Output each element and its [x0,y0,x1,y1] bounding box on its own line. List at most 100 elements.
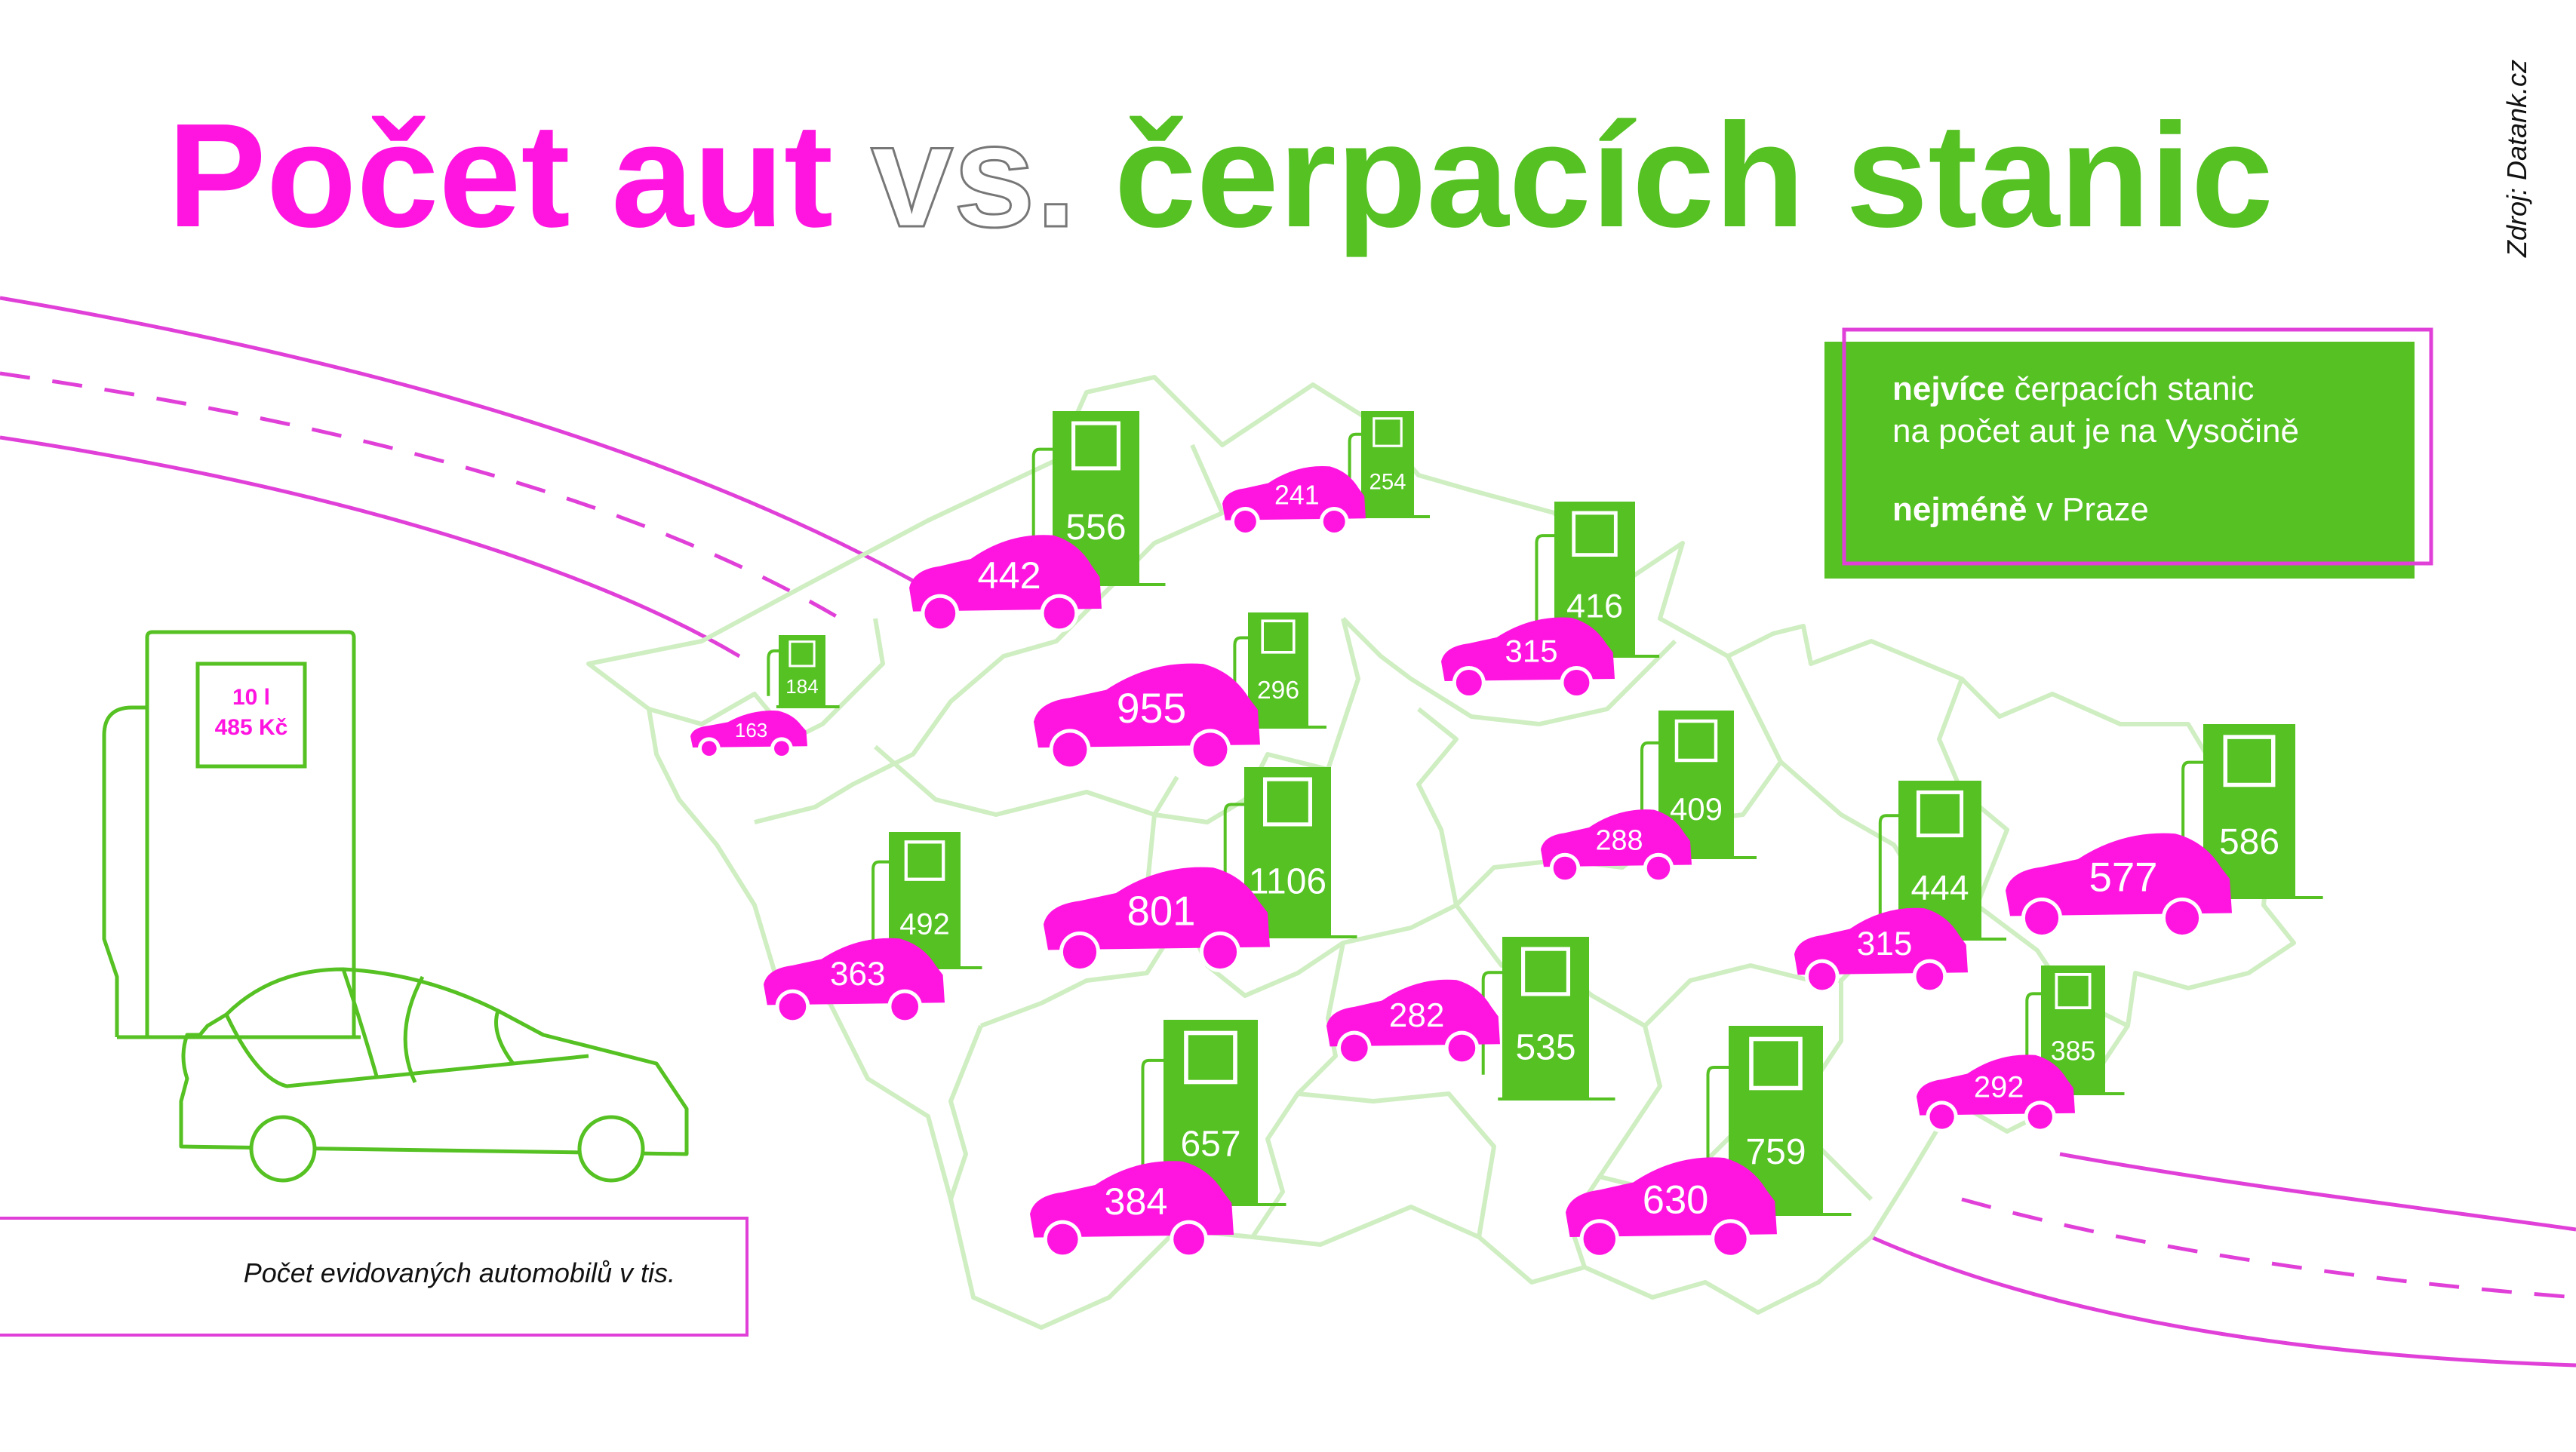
car-wheel [1714,1223,1747,1255]
car-wheel [1044,597,1075,629]
car-count-icon: 801 [1044,867,1270,973]
car-body [1222,466,1366,520]
station-count-label: 492 [899,907,950,941]
region-map [586,375,2296,1330]
station-count-label: 416 [1566,587,1623,625]
pump-display [2223,735,2276,787]
car-wheel [1323,511,1345,533]
station-count-label: 184 [785,675,818,698]
car-wheel [1173,1223,1204,1255]
car-wheel [1456,670,1482,695]
pump-body [1361,411,1414,517]
pump-display [1674,719,1718,763]
region-markers: 1841635564422542412969554163154923631106… [690,411,2323,1259]
car-count-icon: 315 [1441,617,1615,699]
car-wheel [1929,1104,1954,1129]
car-body [1541,809,1692,867]
car-body [764,938,945,1005]
pump-display [1521,947,1570,996]
station-count-label: 1106 [1249,861,1326,901]
region-marker: 254 241 [1222,411,1430,536]
pump-hose [1233,636,1248,711]
station-count-label: 254 [1369,469,1406,494]
legend-label: Počet evidovaných automobilů v tis. [244,1257,675,1288]
car-wheel [1583,1223,1616,1255]
car-count-label: 630 [1643,1177,1709,1222]
car-count-label: 315 [1505,634,1558,669]
pump-display [2055,972,2092,1010]
pump-hose [1640,741,1658,836]
pump-body [1502,937,1589,1099]
station-pump-icon: 657 [1141,1020,1286,1206]
car-count-icon: 282 [1326,979,1500,1066]
pump-hose [871,860,889,947]
pump-hose [1348,432,1361,501]
car-count-icon: 241 [1222,466,1366,536]
station-pump-icon: 1106 [1223,767,1357,938]
car-body [1917,1054,2075,1116]
info-line-1: nejvíce čerpacích stanic [1892,370,2254,407]
car-count-icon: 442 [909,535,1102,633]
country-outline [586,375,2296,1330]
title-stations: čerpacích stanic [1114,93,2273,258]
car-wheel [1563,670,1590,695]
car-count-label: 292 [1974,1071,2024,1104]
station-count-label: 556 [1065,508,1126,548]
car-count-icon: 577 [2006,833,2232,939]
region-marker: 184 163 [690,635,840,760]
info-line-2: na počet aut je na Vysočině [1892,413,2299,450]
car-count-label: 241 [1274,480,1320,510]
car-count-label: 288 [1595,824,1643,856]
car-body [909,535,1102,612]
car-wheel [2027,1104,2052,1129]
pump-hose [1141,1058,1164,1177]
car-body [2006,833,2232,916]
region-marker: 535 282 [1326,937,1615,1101]
car-wheel [1203,935,1237,969]
info-line-3: nejméně v Praze [1892,491,2149,528]
car-count-icon: 955 [1034,663,1260,771]
legend-box [0,1217,749,1337]
pump-display [1261,619,1296,654]
pump-hose [1706,1066,1729,1186]
car-count-label: 282 [1389,997,1445,1034]
car-body [1030,1161,1234,1238]
pump-hose [767,649,779,696]
car-count-icon: 315 [1794,907,1968,994]
road-left [0,296,915,658]
pump-hose [1481,971,1502,1075]
car-body [1044,867,1270,950]
pump-display-price: 485 Kč [215,715,288,740]
pump-body [1248,612,1308,727]
car-count-label: 384 [1104,1180,1167,1223]
car-count-icon: 163 [690,711,807,760]
source-note: Zdroj: Datank.cz [2501,60,2532,258]
pump-hose [1535,534,1554,634]
station-count-label: 535 [1515,1027,1575,1067]
info-line-3-rest: v Praze [2027,491,2149,528]
pump-hose [1878,814,1898,916]
pump-display [1749,1036,1803,1091]
station-count-label: 385 [2051,1036,2096,1067]
station-pump-icon: 296 [1233,612,1326,729]
title-cars: Počet aut [168,93,833,258]
station-pump-icon: 184 [767,635,840,708]
car-wheel [779,993,807,1021]
region-marker: 385 292 [1917,965,2125,1133]
car-wheel [1448,1034,1476,1062]
car-wheel [1062,935,1097,969]
info-line-3-bold: nejméně [1892,491,2027,528]
info-line-1-rest: čerpacích stanic [2005,370,2254,407]
pump-display [904,840,945,881]
pump-display [1071,421,1120,471]
